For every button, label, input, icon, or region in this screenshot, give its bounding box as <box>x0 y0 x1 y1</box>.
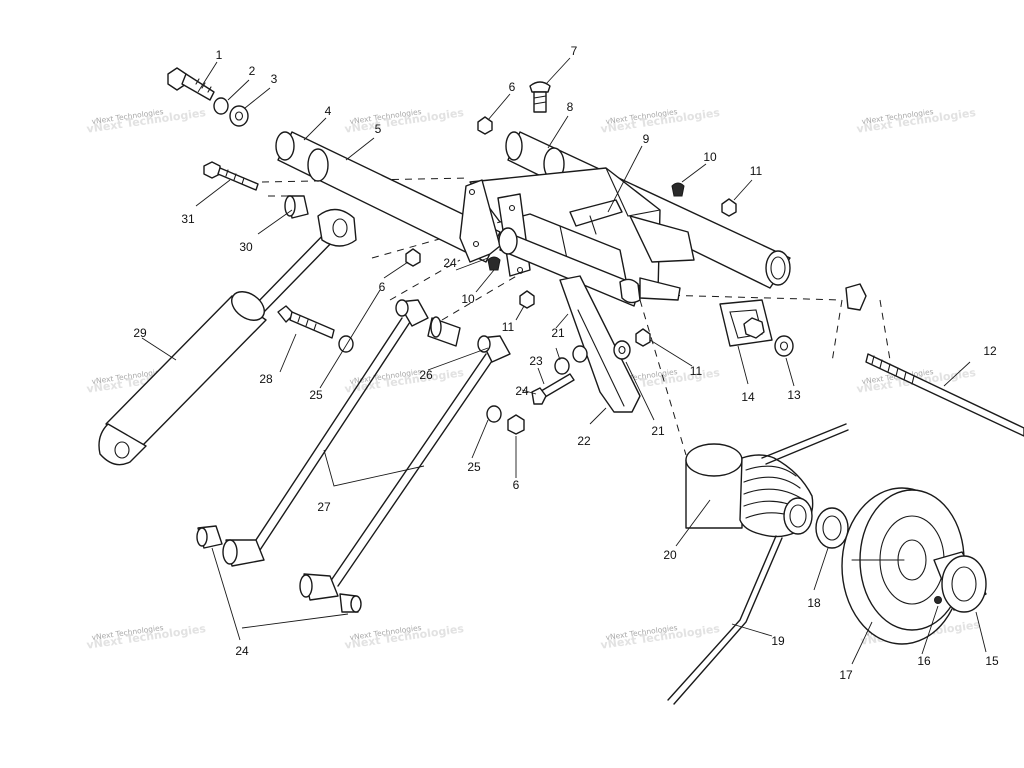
callout-3: 3 <box>271 72 278 86</box>
callout-18: 18 <box>807 596 821 610</box>
part-nut-11-right <box>721 198 737 217</box>
callout-8: 8 <box>567 100 574 114</box>
callout-5: 5 <box>375 122 382 136</box>
part-hub-15 <box>933 551 987 613</box>
part-bolt-23 <box>531 373 575 405</box>
part-clip-9 <box>569 199 623 235</box>
part-link-rod-27-left <box>222 299 429 567</box>
part-washer-3-hole <box>234 111 244 121</box>
part-bushing-24-left-end <box>196 527 208 547</box>
part-washer-3 <box>229 105 249 127</box>
callout-23: 23 <box>529 354 543 368</box>
part-washer-21-hole <box>618 345 626 355</box>
callout-31: 31 <box>181 212 195 226</box>
callout-21: 21 <box>551 326 565 340</box>
part-nut-6-left <box>405 248 421 267</box>
callout-6: 6 <box>379 280 386 294</box>
part-nut-6-lower <box>507 414 525 435</box>
part-torsion-spring-20 <box>667 423 849 705</box>
callout-2: 2 <box>249 64 256 78</box>
part-washer-13-hole <box>779 341 789 351</box>
callout-24: 24 <box>515 384 529 398</box>
part-arm-22 <box>559 275 641 413</box>
watermark: vNext Technologies vNext Technologies <box>86 622 207 652</box>
part-rod-12 <box>865 353 1024 437</box>
part-nut-6-top <box>477 116 493 135</box>
callout-12: 12 <box>983 344 997 358</box>
callout-27: 27 <box>317 500 331 514</box>
callout-11: 11 <box>502 320 515 334</box>
part-washer-21-right <box>613 340 631 360</box>
callout-25: 25 <box>467 460 481 474</box>
part-nut-11-center <box>519 290 535 309</box>
part-bushing-30-end <box>284 195 296 217</box>
callout-28: 28 <box>259 372 273 386</box>
part-shaft-4 <box>275 131 501 263</box>
watermark: vNext Technologies vNext Technologies <box>600 622 721 652</box>
watermark: vNext Technologies vNext Technologies <box>600 106 721 136</box>
callout-10: 10 <box>461 292 475 306</box>
part-washer-21-left <box>554 357 570 375</box>
leader-lines <box>141 57 987 665</box>
part-washer-13 <box>774 335 794 357</box>
part-plug-10-center <box>487 256 501 271</box>
callout-4: 4 <box>325 104 332 118</box>
callout-30: 30 <box>239 240 253 254</box>
watermark: vNext Technologies vNext Technologies <box>344 622 465 652</box>
callout-14: 14 <box>741 390 755 404</box>
part-washer-18-hole <box>822 515 842 541</box>
callout-25: 25 <box>309 388 323 402</box>
callout-6: 6 <box>513 478 520 492</box>
callout-9: 9 <box>643 132 650 146</box>
part-shock-29 <box>98 208 357 466</box>
part-plug-10-right <box>671 182 685 197</box>
part-bracket-14 <box>719 299 773 347</box>
part-carriage-bolt-7 <box>529 81 551 113</box>
callout-11: 11 <box>690 364 703 378</box>
part-washer-25-left <box>338 335 354 353</box>
part-wheel-17 <box>841 487 965 645</box>
callout-6: 6 <box>509 80 516 94</box>
part-spacer-26 <box>427 316 461 347</box>
callout-24: 24 <box>443 256 457 270</box>
part-cross-shaft <box>498 227 681 307</box>
callout-1: 1 <box>216 48 223 62</box>
callout-26: 26 <box>419 368 433 382</box>
part-bushing-24-right-end <box>350 595 362 613</box>
part-nut-11-lower <box>635 328 651 347</box>
callout-13: 13 <box>787 388 801 402</box>
callout-21: 21 <box>651 424 665 438</box>
callout-29: 29 <box>133 326 147 340</box>
watermark: vNext Technologies vNext Technologies <box>344 366 465 396</box>
part-washer-18 <box>815 507 849 549</box>
callout-17: 17 <box>839 668 853 682</box>
callout-11: 11 <box>750 164 763 178</box>
watermark: vNext Technologies vNext Technologies <box>86 106 207 136</box>
callout-15: 15 <box>985 654 999 668</box>
part-washer-25-lower <box>486 405 502 423</box>
part-bolt-1 <box>167 67 215 101</box>
part-link-rod-27-right <box>299 335 511 601</box>
callout-7: 7 <box>571 44 578 58</box>
watermark: vNext Technologies vNext Technologies <box>856 106 977 136</box>
callout-19: 19 <box>771 634 785 648</box>
part-bolt-31 <box>203 161 259 191</box>
callout-16: 16 <box>917 654 931 668</box>
part-setscrew-16 <box>934 596 942 604</box>
part-clip-near-12 <box>845 283 867 311</box>
part-bolt-28 <box>277 305 335 339</box>
callout-24: 24 <box>235 644 249 658</box>
part-lockwasher-2 <box>213 97 229 115</box>
watermark: vNext Technologies vNext Technologies <box>344 106 465 136</box>
callout-10: 10 <box>703 150 717 164</box>
callouts: 1 2 3 4 5 6 6 6 7 8 9 10 10 11 11 11 12 … <box>133 44 999 682</box>
callout-22: 22 <box>577 434 591 448</box>
callout-20: 20 <box>663 548 677 562</box>
